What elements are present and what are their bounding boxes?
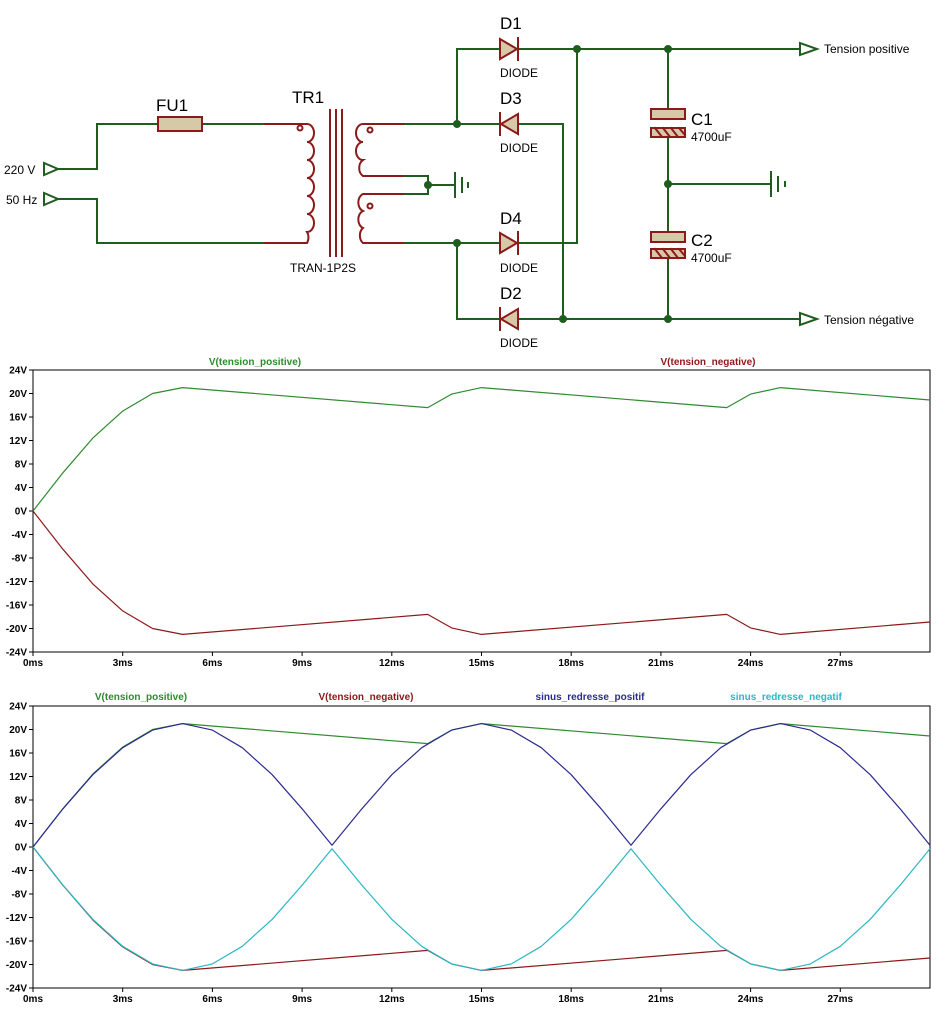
x-tick-label: 21ms bbox=[648, 658, 674, 669]
transformer-value: TRAN-1P2S bbox=[290, 261, 356, 275]
y-tick-label: 16V bbox=[9, 413, 27, 424]
diode-d2: D2 DIODE bbox=[499, 284, 538, 350]
capacitor-c2-ref: C2 bbox=[691, 231, 713, 250]
capacitor-c2-value: 4700uF bbox=[691, 251, 732, 265]
input-terminal-220v: 220 V bbox=[4, 161, 61, 177]
waveform-chart-comparison: 24V 20V 16V 12V 8V 4V 0V -4V -8V -12V -16V -20V -24V… bbox=[6, 692, 931, 1005]
x-tick-label: 15ms bbox=[469, 658, 495, 669]
plot-frame bbox=[32, 705, 931, 989]
rectifier-schematic: 220 V 50 Hz FU1 TR1 TRAN-1P2S bbox=[4, 14, 914, 350]
x-tick-label: 15ms bbox=[469, 994, 495, 1005]
x-tick-label: 24ms bbox=[738, 994, 764, 1005]
y-tick-label: -12V bbox=[6, 913, 27, 924]
series-line-sinus-redresse-positif bbox=[32, 722, 931, 848]
input-label-voltage: 220 V bbox=[4, 163, 35, 177]
secondary-wiring bbox=[404, 48, 801, 320]
waveform-chart-filtered: 24V 20V 16V 12V 8V 4V 0V -4V -8V -12V -16V -20V -24V… bbox=[6, 357, 931, 669]
y-tick-label: -8V bbox=[11, 890, 27, 901]
input-label-frequency: 50 Hz bbox=[6, 193, 37, 207]
transformer-ref: TR1 bbox=[292, 88, 324, 107]
x-tick-label: 18ms bbox=[558, 994, 584, 1005]
y-tick-label: 12V bbox=[9, 772, 27, 783]
x-tick-label: 9ms bbox=[292, 994, 312, 1005]
primary-wiring bbox=[57, 123, 266, 244]
ground-symbol-capacitors bbox=[770, 171, 786, 197]
fuse-ref: FU1 bbox=[156, 96, 188, 115]
x-tick-label: 24ms bbox=[738, 658, 764, 669]
output-terminal-negative: Tension négative bbox=[799, 311, 914, 327]
x-tick-label: 27ms bbox=[828, 994, 854, 1005]
series-line-sinus-redresse-negatif bbox=[32, 846, 931, 972]
capacitor-c1: C1 4700uF bbox=[650, 108, 732, 144]
output-label-negative: Tension négative bbox=[824, 313, 914, 327]
capacitor-c2: C2 4700uF bbox=[650, 231, 732, 265]
y-tick-label: 8V bbox=[15, 796, 28, 807]
diode-d2-ref: D2 bbox=[500, 284, 522, 303]
diode-d4-value: DIODE bbox=[500, 261, 538, 275]
y-tick-label: 0V bbox=[15, 843, 28, 854]
y-tick-label: -4V bbox=[11, 530, 27, 541]
x-tick-label: 12ms bbox=[379, 658, 405, 669]
diode-d3-value: DIODE bbox=[500, 141, 538, 155]
trace-label: V(tension_negative) bbox=[318, 692, 413, 703]
junction-dots bbox=[424, 45, 672, 323]
trace-label: sinus_redresse_positif bbox=[536, 692, 646, 703]
fuse: FU1 bbox=[156, 96, 203, 132]
y-tick-label: -16V bbox=[6, 937, 27, 948]
output-label-positive: Tension positive bbox=[824, 42, 910, 56]
input-terminal-50hz: 50 Hz bbox=[6, 191, 61, 207]
y-tick-label: 16V bbox=[9, 749, 27, 760]
x-tick-label: 27ms bbox=[828, 658, 854, 669]
y-tick-label: -8V bbox=[11, 554, 27, 565]
diode-d1-ref: D1 bbox=[500, 14, 522, 33]
plot-frame bbox=[32, 369, 931, 653]
x-tick-label: 3ms bbox=[113, 658, 133, 669]
x-tick-label: 9ms bbox=[292, 658, 312, 669]
trace-label: V(tension_positive) bbox=[209, 357, 301, 368]
x-tick-label: 6ms bbox=[202, 658, 222, 669]
x-tick-label: 21ms bbox=[648, 994, 674, 1005]
y-tick-label: -20V bbox=[6, 960, 27, 971]
x-tick-label: 6ms bbox=[202, 994, 222, 1005]
series-line-v-tension-negative- bbox=[32, 510, 931, 636]
diode-d3: D3 DIODE bbox=[499, 89, 538, 155]
trace-label: V(tension_negative) bbox=[660, 357, 755, 368]
y-tick-label: 20V bbox=[9, 725, 27, 736]
diode-d4-ref: D4 bbox=[500, 209, 522, 228]
y-tick-label: -12V bbox=[6, 577, 27, 588]
diode-d1-value: DIODE bbox=[500, 66, 538, 80]
y-tick-label: 24V bbox=[9, 366, 27, 377]
transformer: TR1 TRAN-1P2S bbox=[290, 88, 406, 275]
diode-d1: D1 DIODE bbox=[499, 14, 538, 80]
y-tick-label: 8V bbox=[15, 460, 28, 471]
trace-label: sinus_redresse_negatif bbox=[730, 692, 842, 703]
y-tick-label: 20V bbox=[9, 389, 27, 400]
y-tick-label: -16V bbox=[6, 601, 27, 612]
series-line-v-tension-positive- bbox=[32, 387, 931, 512]
capacitor-c1-ref: C1 bbox=[691, 110, 713, 129]
y-tick-label: -20V bbox=[6, 624, 27, 635]
y-tick-label: -4V bbox=[11, 866, 27, 877]
ground-symbol-transformer bbox=[454, 172, 469, 198]
capacitor-c1-value: 4700uF bbox=[691, 130, 732, 144]
y-tick-label: 24V bbox=[9, 702, 27, 713]
diode-d4: D4 DIODE bbox=[499, 209, 538, 275]
output-terminal-positive: Tension positive bbox=[799, 41, 910, 57]
y-tick-label: -24V bbox=[6, 648, 27, 659]
x-tick-label: 0ms bbox=[23, 994, 43, 1005]
y-tick-label: -24V bbox=[6, 984, 27, 995]
y-tick-label: 4V bbox=[15, 483, 28, 494]
x-tick-label: 18ms bbox=[558, 658, 584, 669]
x-tick-label: 12ms bbox=[379, 994, 405, 1005]
diode-d3-ref: D3 bbox=[500, 89, 522, 108]
x-tick-label: 0ms bbox=[23, 658, 43, 669]
y-tick-label: 0V bbox=[15, 507, 28, 518]
y-tick-label: 4V bbox=[15, 819, 28, 830]
diode-d2-value: DIODE bbox=[500, 336, 538, 350]
trace-label: V(tension_positive) bbox=[95, 692, 187, 703]
x-tick-label: 3ms bbox=[113, 994, 133, 1005]
y-tick-label: 12V bbox=[9, 436, 27, 447]
